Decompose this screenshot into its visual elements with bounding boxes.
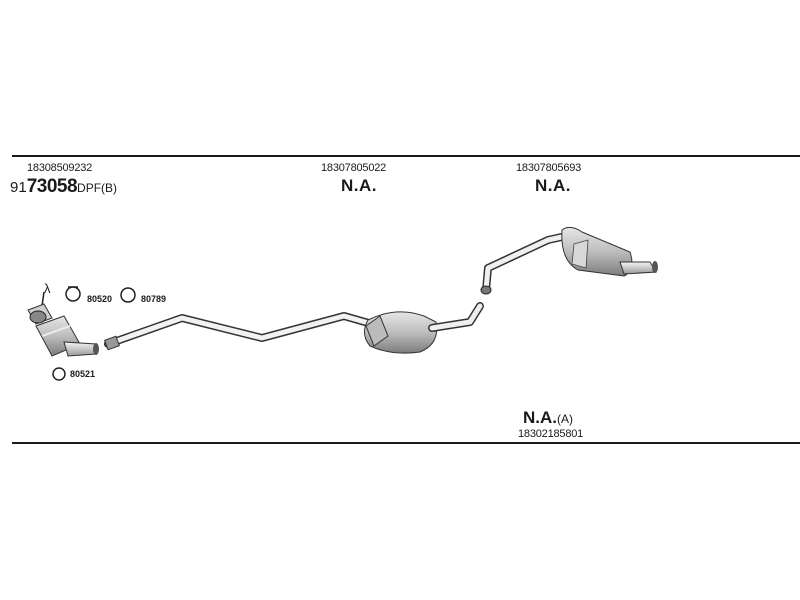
part-number-rear: 18307805693 xyxy=(516,162,582,174)
part-number-bottom: 18302185801 xyxy=(518,428,584,440)
main-part-suffix: DPF(B) xyxy=(77,181,118,195)
top-divider-line xyxy=(12,155,800,157)
part-number-dpf: 18308509232 xyxy=(27,162,93,174)
clip-ring-80521-icon xyxy=(52,367,66,381)
rear-muffler-icon xyxy=(480,226,658,295)
main-part-number: 9173058DPF(B) xyxy=(10,176,117,198)
na-label-rear: N.A. xyxy=(535,176,571,195)
clip-ring-80520-icon xyxy=(65,286,81,302)
front-pipe-icon xyxy=(104,312,376,351)
part-number-middle: 18307805022 xyxy=(321,162,387,174)
main-part-prefix: 91 xyxy=(10,179,27,196)
main-part-bold: 73058 xyxy=(26,176,78,197)
na-label-middle: N.A. xyxy=(341,176,377,195)
na-label-bottom-suffix: (A) xyxy=(557,412,573,426)
clip-ring-80789-icon xyxy=(120,287,136,303)
center-muffler-icon xyxy=(364,302,484,354)
na-label-bottom-bold: N.A. xyxy=(523,408,557,427)
clip-label-80521: 80521 xyxy=(70,369,96,379)
na-label-bottom: N.A.(A) xyxy=(523,408,573,428)
clip-label-80789: 80789 xyxy=(141,294,167,304)
bottom-divider-line xyxy=(12,442,800,444)
dpf-catalyst-icon xyxy=(27,291,99,357)
clip-label-80520: 80520 xyxy=(87,294,113,304)
lambda-symbol: λ xyxy=(44,281,51,296)
